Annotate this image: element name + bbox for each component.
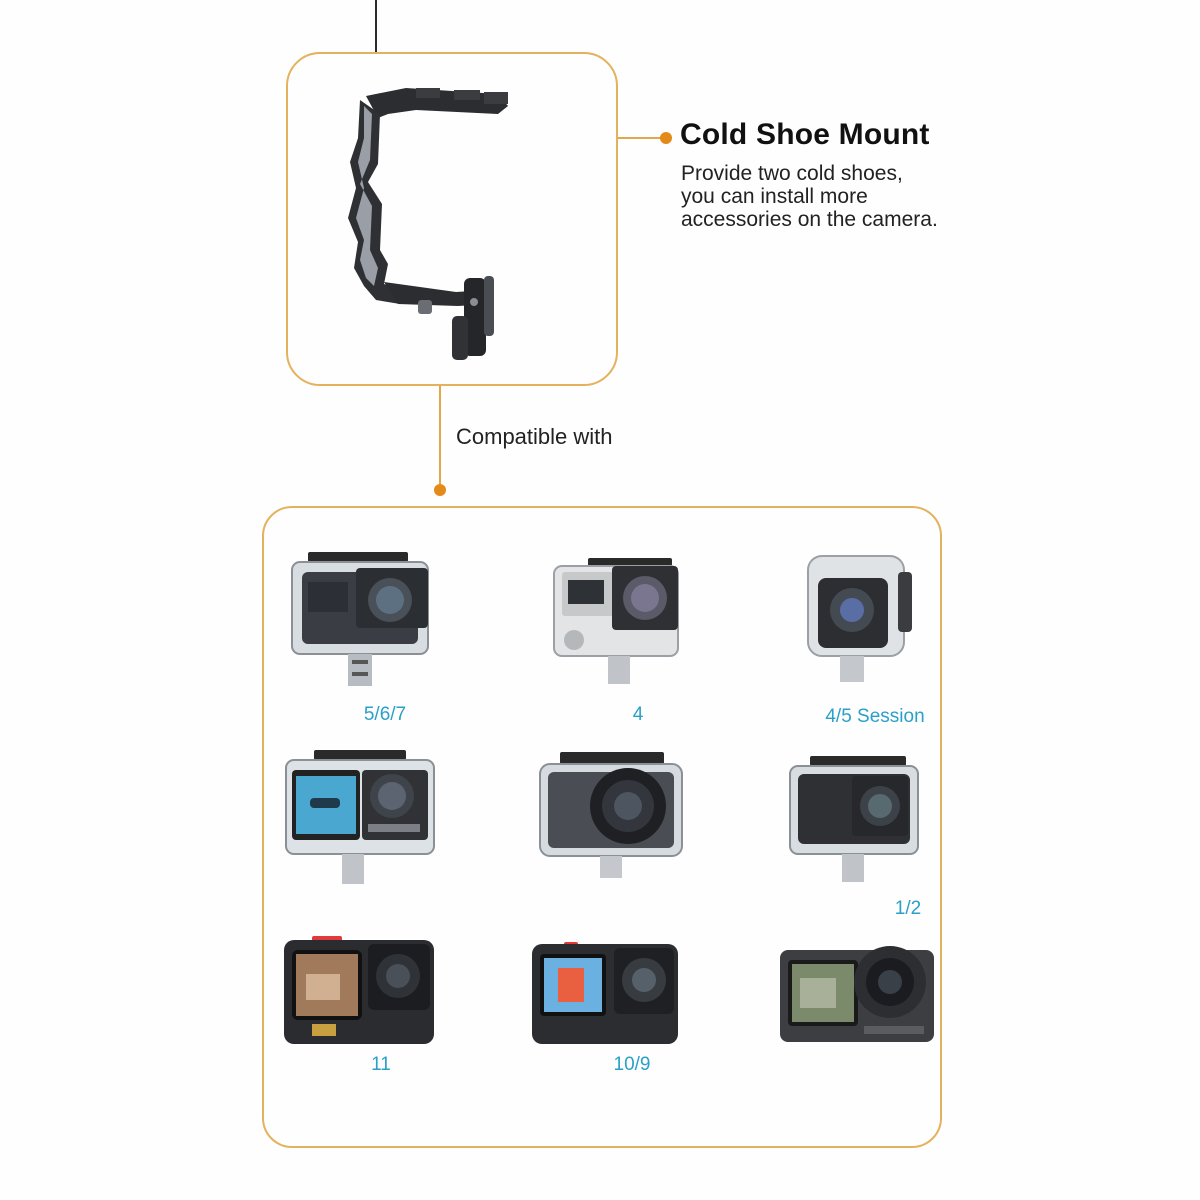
feature-description: Provide two cold shoes, you can install … — [681, 162, 1001, 231]
action-camera-icon — [780, 946, 934, 1042]
model-label: 4 — [632, 704, 644, 725]
feature-connector-dot — [660, 132, 672, 144]
model-label: 1/2 — [894, 898, 922, 919]
feature-title: Cold Shoe Mount — [680, 118, 930, 151]
compat-connector-line — [439, 384, 441, 484]
model-label: 11 — [371, 1054, 391, 1075]
housing-camera-icon — [789, 756, 919, 882]
feature-description-line: Provide two cold shoes, — [681, 162, 903, 185]
model-label: 10/9 — [613, 1054, 651, 1075]
top-connector-line — [375, 0, 377, 52]
feature-description-line: you can install more — [681, 185, 868, 208]
osmo-action-housing-icon — [285, 750, 435, 884]
feature-connector-line — [616, 137, 666, 139]
compat-connector-dot — [434, 484, 446, 496]
action-camera-icon — [284, 936, 434, 1044]
cold-shoe-mount-image — [348, 88, 508, 360]
session-camera-icon — [807, 555, 912, 682]
housing-camera-icon — [553, 558, 679, 684]
action-camera-icon — [532, 942, 678, 1044]
housing-camera-icon — [291, 552, 429, 686]
product-image-frame — [286, 52, 618, 386]
feature-description-line: accessories on the camera. — [681, 208, 938, 231]
model-label: 4/5 Session — [825, 706, 925, 727]
compatible-with-label: Compatible with — [456, 424, 613, 449]
round-lens-housing-icon — [539, 752, 683, 878]
model-label: 5/6/7 — [363, 704, 407, 725]
